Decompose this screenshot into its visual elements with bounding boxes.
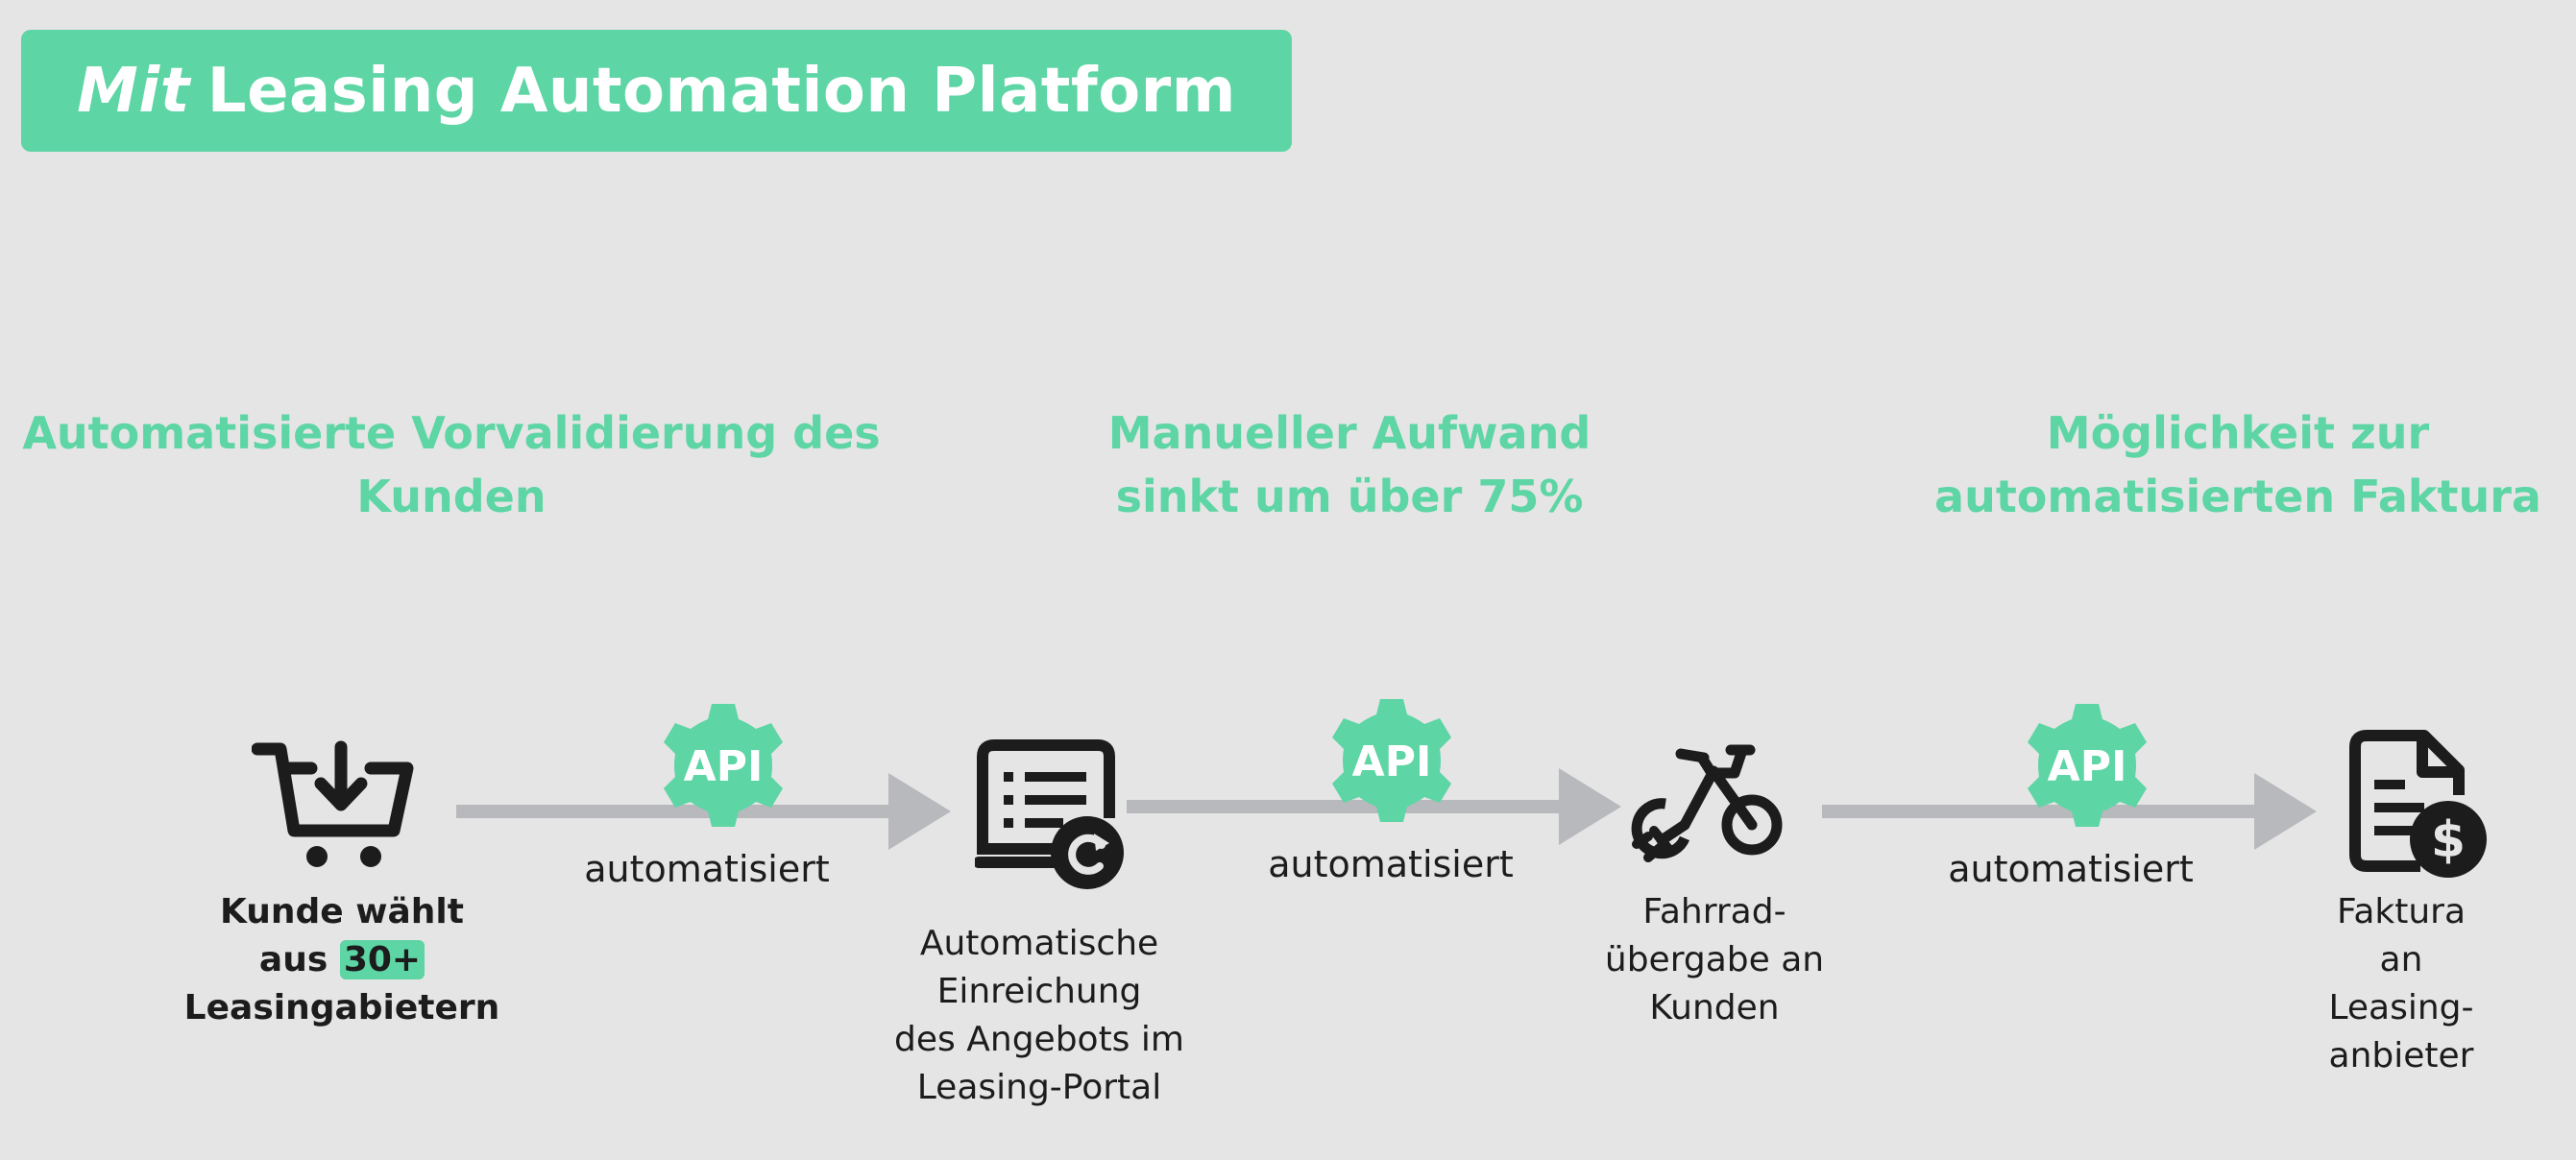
title-italic: Mit — [77, 55, 190, 127]
step4-line2: an — [2379, 940, 2423, 979]
arrow-1 — [456, 773, 951, 850]
step2-line2: Einreichung — [936, 972, 1142, 1011]
provider-count-badge: 30+ — [339, 940, 425, 979]
svg-text:$: $ — [2431, 811, 2466, 869]
step4-line3: Leasing- — [2328, 988, 2474, 1027]
api-gear-icon: API — [1324, 693, 1459, 828]
step1-line2-prefix: aus — [258, 940, 328, 979]
e-bike-icon — [1631, 744, 1783, 862]
step2-line3: des Angebots im — [894, 1020, 1184, 1059]
step-label-invoice: Faktura an Leasing- anbieter — [2257, 888, 2545, 1080]
step-label-bike-handover: Fahrrad- übergabe an Kunden — [1556, 888, 1873, 1032]
title-banner: Mit Leasing Automation Platform — [21, 30, 1292, 152]
shopping-cart-download-icon — [252, 740, 414, 867]
step4-line1: Faktura — [2336, 892, 2467, 931]
step1-line3: Leasingabietern — [183, 988, 500, 1027]
step2-line1: Automatische — [919, 924, 1159, 963]
step3-line2: übergabe an — [1604, 940, 1825, 979]
step3-line1: Fahrrad- — [1642, 892, 1786, 931]
title-text: Leasing Automation Platform — [207, 55, 1236, 127]
connector-label: automatisiert — [1948, 848, 2194, 890]
arrow-2 — [1127, 768, 1621, 845]
connector-label: automatisiert — [584, 848, 830, 890]
step1-line2: aus 30+ — [171, 936, 513, 984]
api-badge-text: API — [684, 742, 764, 791]
api-badge-text: API — [2048, 742, 2127, 791]
step2-line4: Leasing-Portal — [916, 1068, 1162, 1107]
api-gear-icon: API — [656, 698, 790, 833]
benefit-prevalidation: Automatisierte Vorvalidierung des Kunden — [22, 407, 881, 522]
step4-line4: anbieter — [2328, 1036, 2474, 1075]
arrow-3 — [1822, 773, 2317, 850]
benefit-manual-effort: Manueller Aufwand sinkt um über 75% — [1107, 407, 1592, 522]
connector-label: automatisiert — [1268, 843, 1514, 885]
document-refresh-icon — [975, 739, 1124, 889]
api-gear-icon: API — [2020, 698, 2154, 833]
step3-line3: Kunden — [1649, 988, 1780, 1027]
invoice-dollar-icon: $ — [2349, 730, 2487, 878]
step-label-customer-choice: Kunde wählt aus 30+ Leasingabietern — [171, 888, 513, 1032]
api-badge-text: API — [1352, 737, 1432, 786]
benefit-invoicing: Möglichkeit zur automatisierten Faktura — [1934, 407, 2541, 522]
step-label-submission: Automatische Einreichung des Angebots im… — [876, 920, 1203, 1112]
step1-line1: Kunde wählt — [220, 892, 464, 931]
